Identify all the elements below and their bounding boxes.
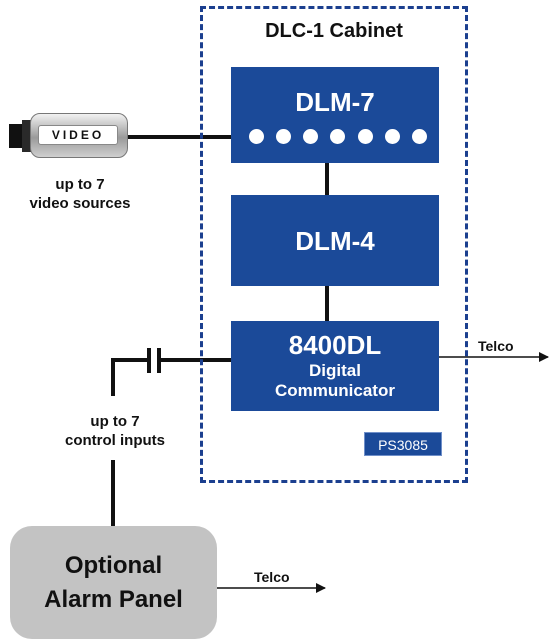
video-port-5 [357,129,373,144]
video-port-1 [249,129,264,144]
video-port-2 [276,129,292,144]
control-input-wire [111,358,148,396]
dlm4-module: DLM-4 [231,195,439,286]
video-sources-caption: up to 7 video sources [20,175,140,213]
communicator-line2: Communicator [275,381,395,400]
optional-alarm-panel: Optional Alarm Panel [10,526,217,639]
dlc1-cabinet-border [200,6,468,483]
power-supply-label: PS3085 [364,432,442,456]
cabinet-title: DLC-1 Cabinet [265,20,403,42]
dlm4-label: DLM-4 [295,226,375,256]
digital-communicator-module: 8400DL Digital Communicator [231,321,439,411]
control-caption-line1: up to 7 [90,413,140,430]
dlm7-ports [249,129,427,144]
camera-label: VIDEO [38,125,118,145]
telco-label-communicator: Telco [478,338,514,354]
video-caption-line1: up to 7 [55,176,105,193]
video-port-7 [411,129,427,144]
alarm-panel-line2: Alarm Panel [44,586,183,613]
camera-lens-hood [9,124,24,148]
telco-label-alarm: Telco [254,569,290,585]
video-port-4 [330,129,346,144]
alarm-panel-line1: Optional [64,552,163,579]
communicator-line1: Digital [309,361,361,380]
video-caption-line2: video sources [29,195,131,212]
video-port-3 [303,129,319,144]
dlm7-label: DLM-7 [295,87,375,117]
video-port-6 [384,129,400,144]
control-caption-line2: control inputs [65,432,165,449]
dlm7-module: DLM-7 [231,67,439,163]
communicator-model: 8400DL [288,330,382,360]
camera-lens [22,120,32,152]
control-inputs-caption: up to 7 control inputs [40,412,190,450]
